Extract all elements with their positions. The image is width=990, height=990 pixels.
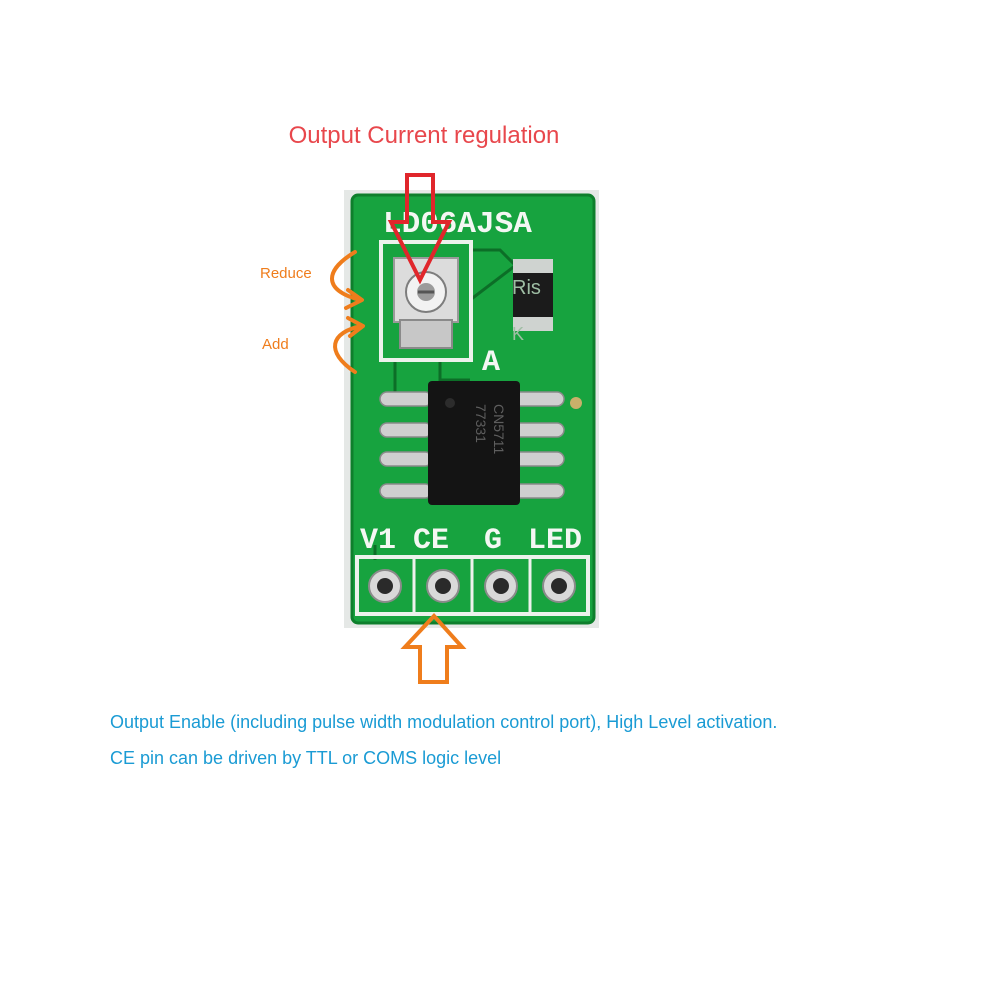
a-label: A [482, 346, 500, 380]
pin-labels: V1 CE G LED [360, 524, 582, 558]
up-arrow-icon [400, 613, 467, 684]
pin-label-led: LED [528, 524, 582, 558]
curved-arrow-icon [330, 250, 362, 302]
page-title: Output Current regulation [288, 122, 560, 149]
resistor-label: Ris [512, 277, 541, 299]
potentiometer-outline [379, 240, 473, 362]
via [570, 397, 582, 409]
description-line-1: Output Enable (including pulse width mod… [110, 712, 778, 732]
pin-label-ce: CE [413, 524, 449, 558]
ic-chip-icon [428, 381, 520, 505]
pin-label-g: G [484, 524, 502, 558]
chip-marking-2: 77331 [473, 404, 489, 443]
down-arrow-icon [387, 173, 453, 285]
description-line-2: CE pin can be driven by TTL or COMS logi… [110, 748, 502, 768]
reduce-label: Reduce [260, 265, 312, 282]
k-label: K [512, 324, 524, 344]
add-label: Add [262, 336, 289, 353]
chip-marking-1: CN5711 [491, 404, 507, 455]
curved-arrow-icon [333, 324, 364, 374]
pin-pads [368, 569, 576, 603]
pin-label-v1: V1 [360, 524, 396, 558]
